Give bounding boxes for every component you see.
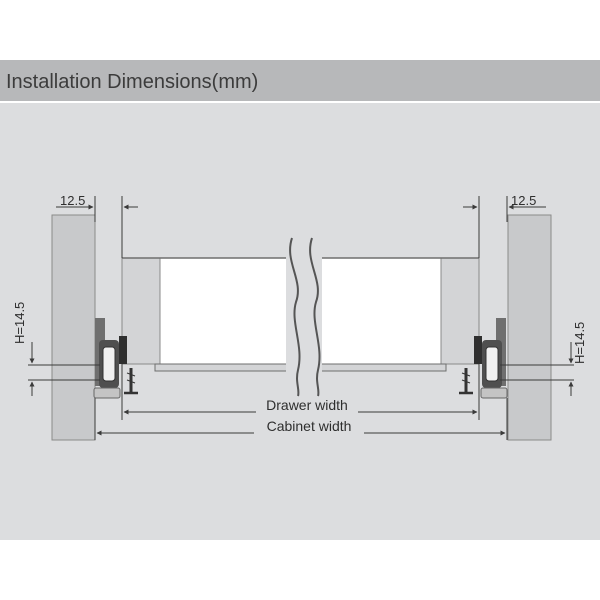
right-drawer-side	[440, 257, 480, 365]
right-height-label: H=14.5	[572, 322, 587, 364]
cabinet-width-label: Cabinet width	[267, 418, 352, 434]
left-gap-label: 12.5	[60, 193, 85, 208]
left-screw-icon	[124, 368, 138, 395]
page-title: Installation Dimensions(mm)	[6, 71, 259, 93]
header-bar: Installation Dimensions(mm)	[0, 60, 600, 101]
right-gap-dimension	[463, 196, 546, 258]
left-drawer-side	[121, 257, 161, 365]
left-cabinet-side	[51, 214, 96, 441]
left-slide-hardware	[93, 318, 127, 399]
drawer-width-label: Drawer width	[266, 397, 348, 413]
left-height-dimension	[28, 342, 100, 396]
left-height-label: H=14.5	[12, 302, 27, 344]
right-height-dimension	[500, 342, 574, 396]
right-slide-hardware	[474, 318, 508, 399]
right-screw-icon	[459, 368, 473, 395]
right-cabinet-side	[507, 214, 552, 441]
right-gap-label: 12.5	[511, 193, 536, 208]
left-gap-dimension	[56, 196, 138, 258]
break-line-right	[309, 237, 321, 397]
break-line-left	[289, 237, 301, 397]
drawer-width-dimension	[121, 364, 480, 420]
cabinet-width-dimension	[94, 398, 508, 440]
